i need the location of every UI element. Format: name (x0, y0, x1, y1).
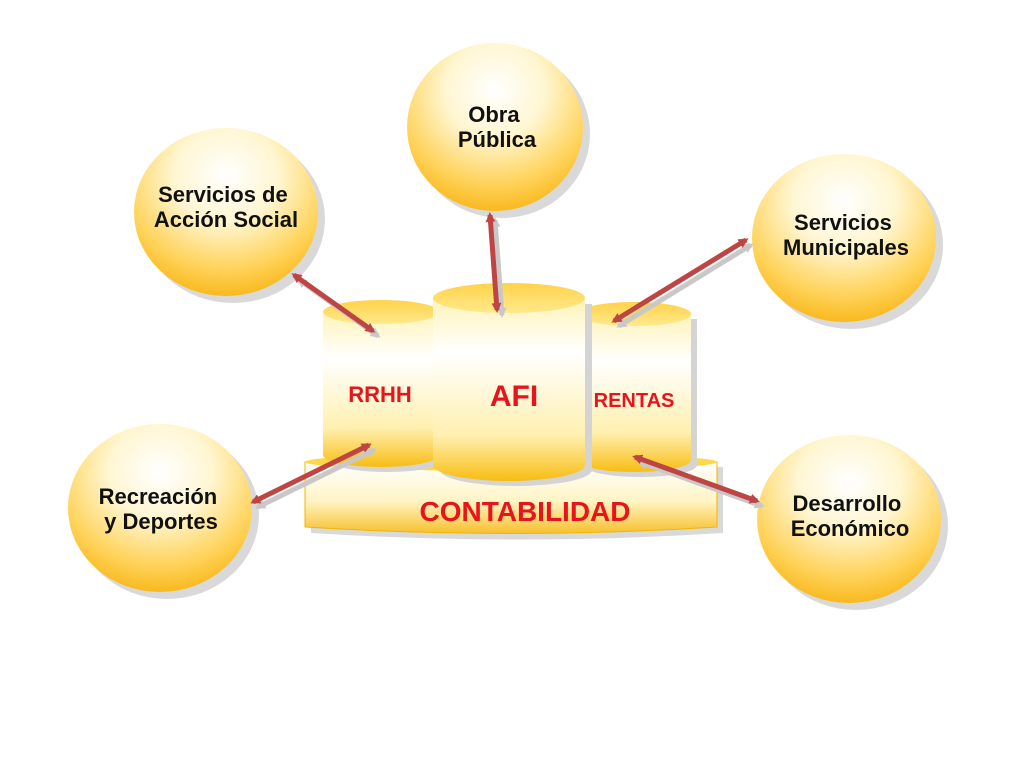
node-servicios-municipales: Servicios Municipales (752, 154, 943, 329)
rentas-label: RENTAS (594, 390, 675, 412)
arrow-accion-social (291, 272, 376, 334)
accion-social-line1: Servicios de (158, 182, 288, 207)
node-accion-social: Servicios de Acción Social (134, 128, 325, 303)
rrhh-label: RRHH (348, 382, 412, 407)
arrow-servicios-municipales (611, 237, 749, 324)
desarrollo-line1: Desarrollo (793, 491, 902, 516)
afi-label: AFI (490, 380, 538, 413)
recreacion-line1: Recreación (99, 484, 218, 509)
obra-publica-line2: Pública (458, 127, 537, 152)
servicios-municipales-line2: Municipales (783, 235, 909, 260)
arrow-recreacion (250, 442, 372, 505)
accion-social-line2: Acción Social (154, 207, 298, 232)
svg-text:Servicios de Acción Soci: Servicios de Acción Social (154, 182, 298, 232)
arrow-desarrollo (632, 454, 760, 504)
servicios-municipales-line1: Servicios (794, 210, 892, 235)
svg-text:Obra Pública: Obra Pública (458, 102, 537, 152)
arrow-obra-publica (485, 212, 502, 313)
recreacion-line2: y Deportes (104, 509, 218, 534)
node-obra-publica: Obra Pública (407, 43, 590, 218)
node-recreacion-deportes: Recreación y Deportes (68, 424, 259, 599)
rentas-database (577, 302, 697, 477)
svg-text:Recreación y Deportes: Recreación y Deportes (99, 484, 224, 534)
connector-arrows (250, 212, 765, 510)
contabilidad-label: CONTABILIDAD (419, 496, 630, 527)
database-group: RRHH AFI RENTAS CONTABILIDAD (304, 283, 723, 540)
obra-publica-line1: Obra (468, 102, 520, 127)
afi-database (433, 283, 592, 486)
desarrollo-line2: Económico (791, 516, 910, 541)
svg-text:Servicios Municipales: Servicios Municipales (783, 210, 909, 260)
node-desarrollo-economico: Desarrollo Económico (757, 435, 948, 610)
svg-text:Desarrollo Económico: Desarrollo Económico (791, 491, 910, 541)
